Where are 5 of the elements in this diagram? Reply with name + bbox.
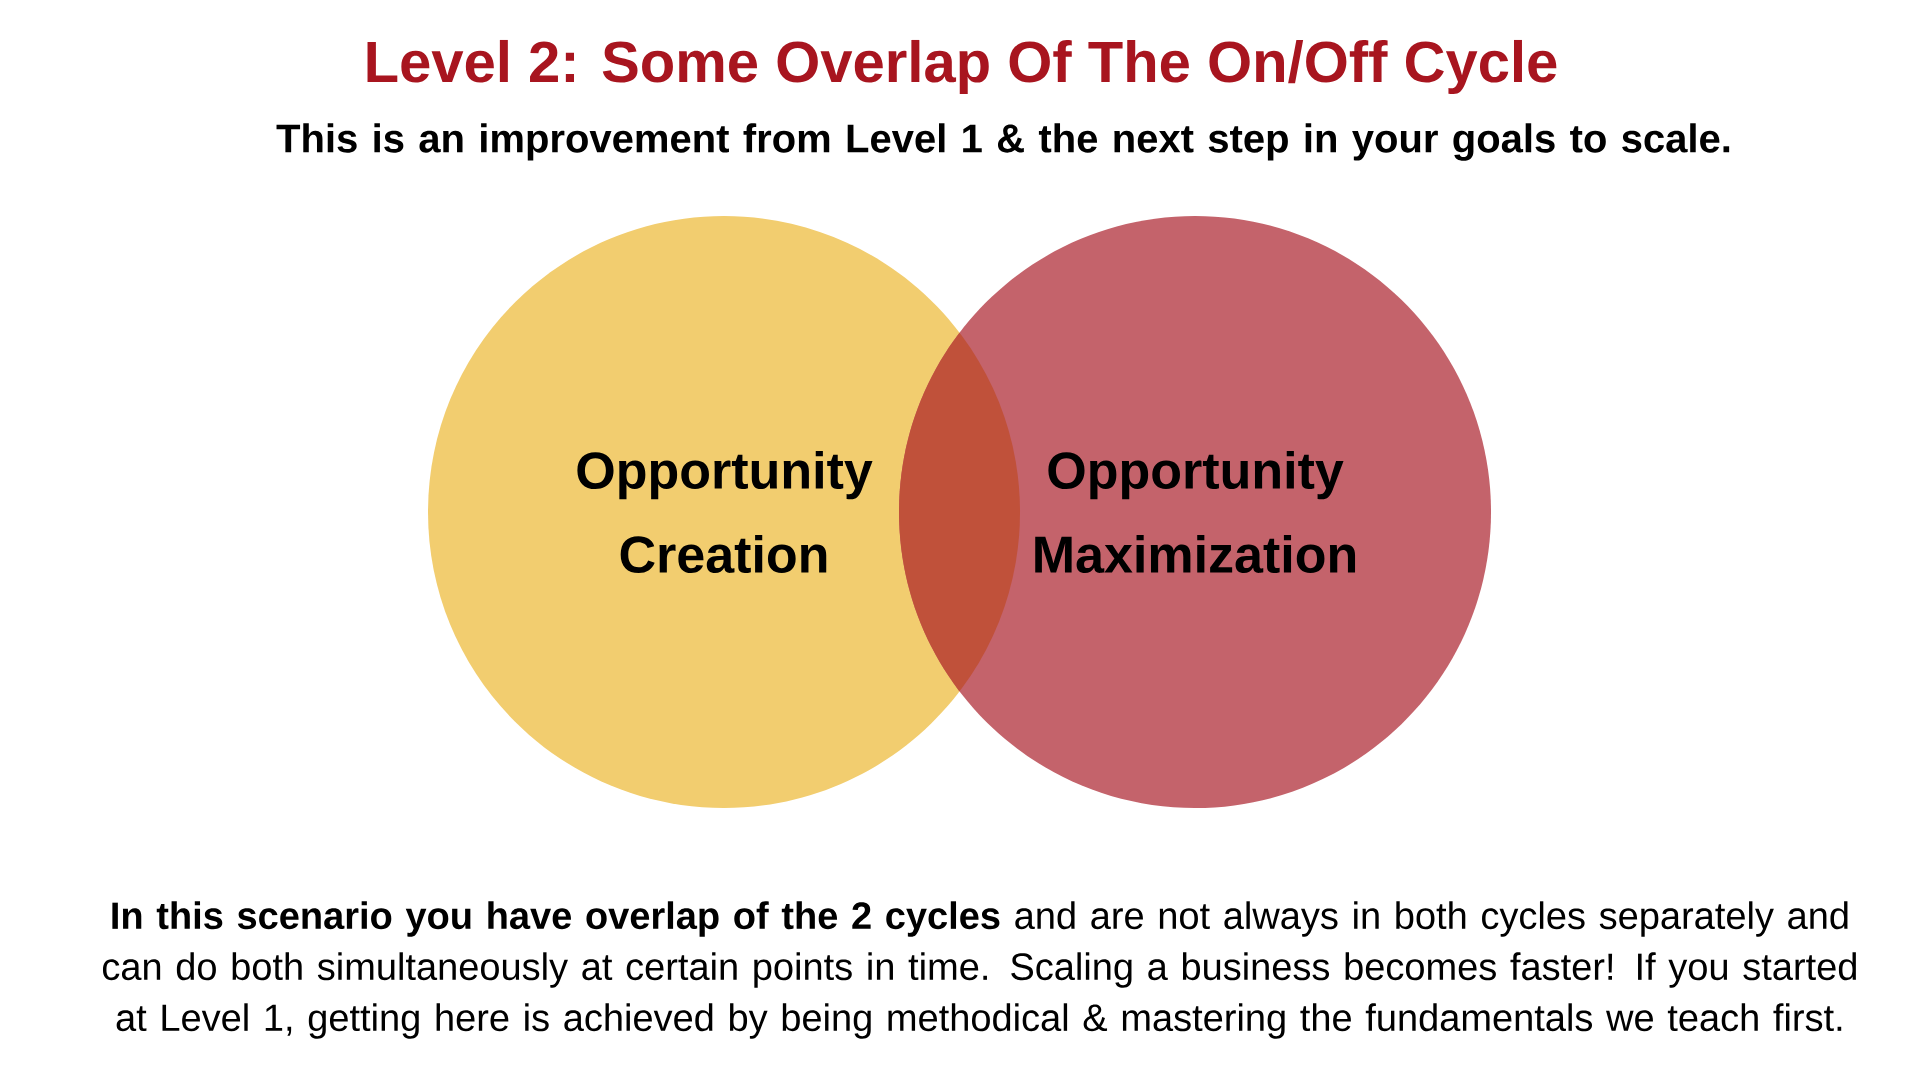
title: Level 2: Some Overlap Of The On/Off Cycle (367, 39, 1557, 94)
circle-label: Opportunity Creation (577, 450, 873, 574)
circle-label: Opportunity Maximization (1035, 450, 1356, 574)
body-paragraph: In this scenario you have overlap of the 2 cycles and are not always in both cycles separately and can do both simultaneously at certain points in time. Scaling a business becomes faster! If you started at Level 1, getting here is achieved by being methodical & mastering the fundamentals we teach first. (102, 901, 1856, 1039)
subtitle: This is an improvement from Level 1 & the next step in your goals to scale. (276, 123, 1730, 161)
